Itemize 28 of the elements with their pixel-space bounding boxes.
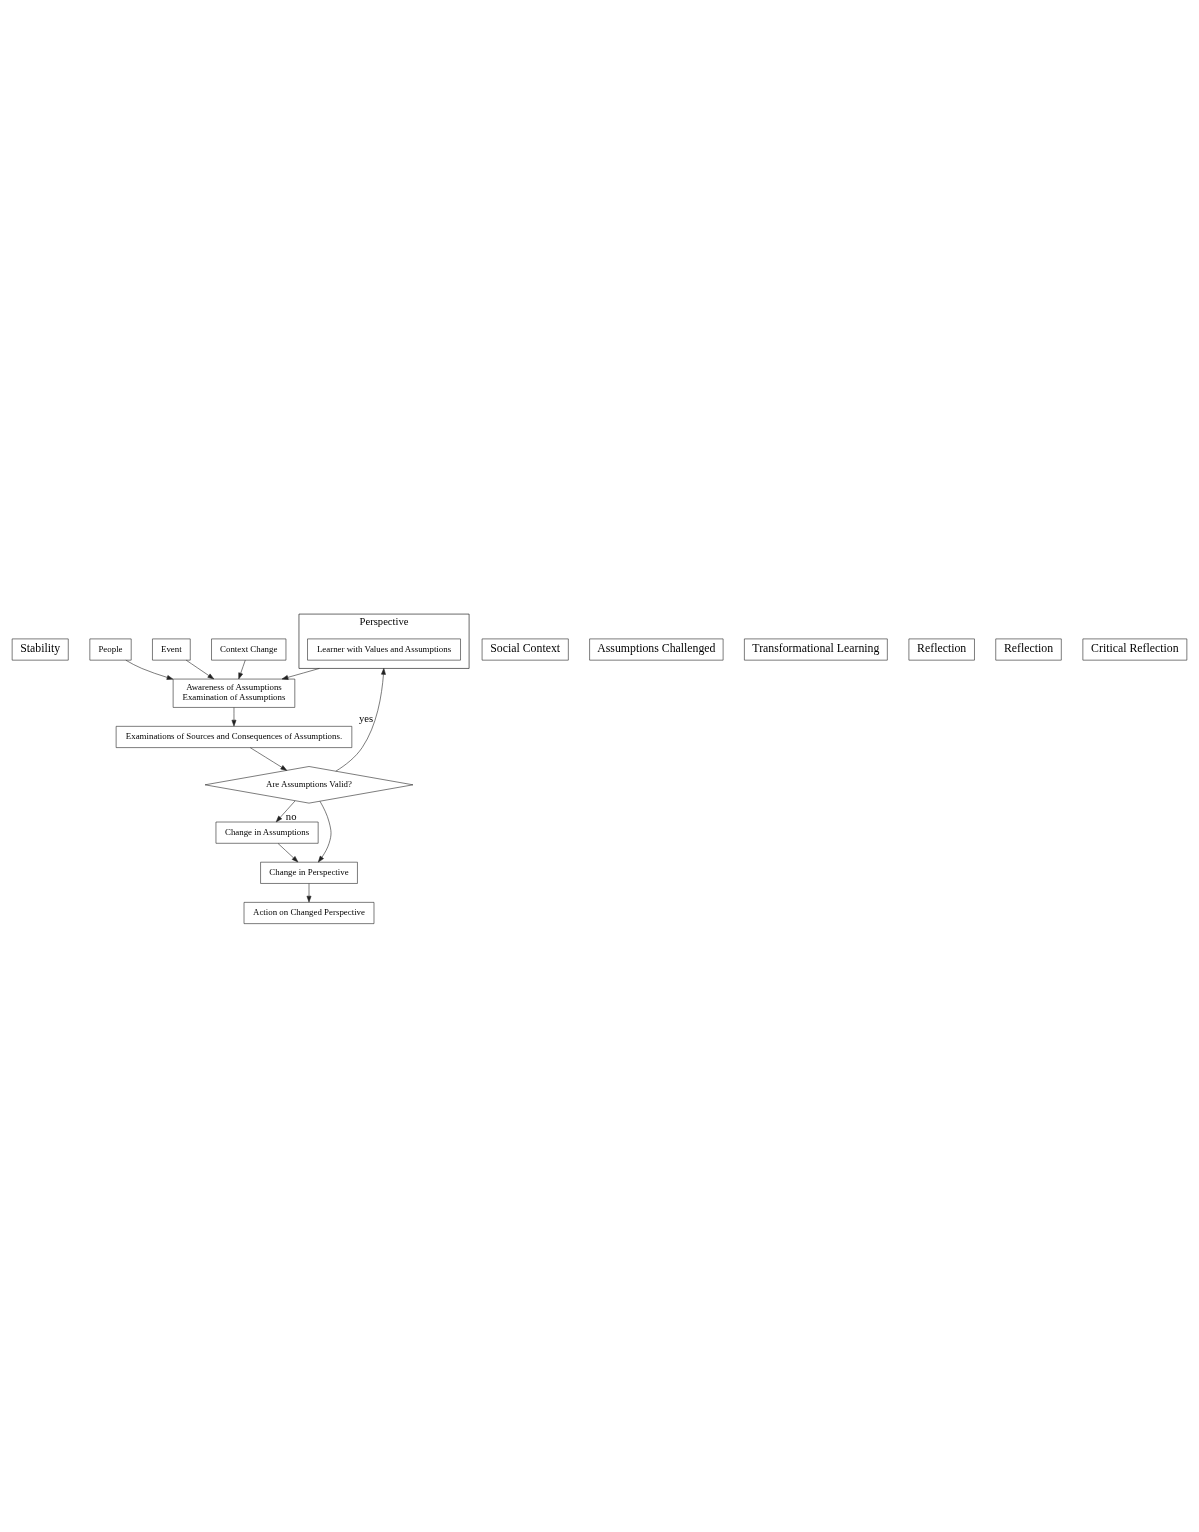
node-box: Action on Changed Perspective: [243, 901, 375, 924]
arrow: [231, 706, 237, 726]
arrow: [306, 882, 312, 902]
arrow: [185, 659, 215, 679]
edge-label: yes: [358, 712, 374, 724]
node-box: Event: [152, 638, 191, 660]
arrow: [277, 842, 299, 862]
node-box: Learner with Values and Assumptions: [307, 638, 461, 660]
node-box: Examinations of Sources and Consequences of Assumptions.: [115, 725, 353, 748]
node-box: Context Change: [211, 638, 287, 660]
node-box: Change in Assumptions: [215, 821, 319, 844]
node-box: Reflection: [995, 638, 1062, 660]
node-box: Change in Perspective: [260, 861, 358, 884]
arrow: [238, 659, 246, 679]
node-box: Social Context: [481, 638, 569, 660]
node-box: Stability: [11, 638, 69, 660]
node-box: Transformational Learning: [744, 638, 888, 660]
node-box: Reflection: [908, 638, 975, 660]
arrow: [281, 667, 320, 680]
arrow: [318, 800, 332, 862]
arrow: [249, 746, 288, 771]
node-box: People: [89, 638, 132, 660]
edge-label: no: [285, 810, 297, 822]
node-box: Assumptions Challenged: [589, 638, 724, 660]
node-box: Critical Reflection: [1082, 638, 1188, 660]
node-box: Awareness of Assumptions Examination of Assumptions: [172, 678, 296, 708]
arrow: [125, 659, 174, 680]
arrow: [275, 800, 296, 822]
